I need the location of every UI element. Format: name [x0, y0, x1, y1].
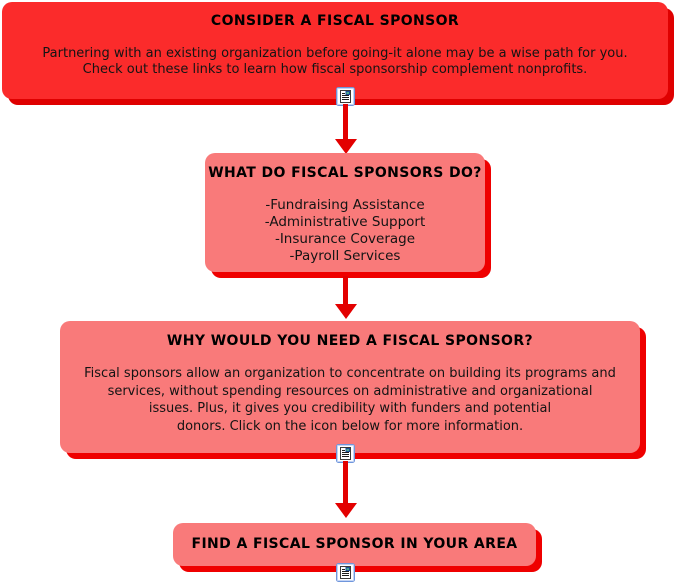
arrow-head-icon	[335, 503, 357, 518]
list-item: -Payroll Services	[289, 248, 401, 264]
node-body-line: Partnering with an existing organization…	[42, 46, 628, 61]
node-title: FIND A FISCAL SPONSOR IN YOUR AREA	[191, 536, 518, 552]
node-body-line: services, without spending resources on …	[107, 383, 593, 399]
node-body-line: issues. Plus, it gives you credibility w…	[148, 401, 552, 416]
node-title: WHY WOULD YOU NEED A FISCAL SPONSOR?	[166, 333, 534, 349]
document-icon[interactable]	[336, 87, 355, 106]
node-what-do-fiscal-sponsors-do: WHAT DO FISCAL SPONSORS DO? -Fundraising…	[205, 153, 485, 272]
list-item: -Administrative Support	[264, 214, 426, 230]
document-icon[interactable]	[336, 444, 355, 463]
node-title: CONSIDER A FISCAL SPONSOR	[210, 13, 460, 29]
list-item: -Insurance Coverage	[274, 231, 416, 247]
arrow-head-icon	[335, 139, 357, 154]
node-title: WHAT DO FISCAL SPONSORS DO?	[208, 165, 482, 181]
arrow-head-icon	[335, 304, 357, 319]
node-body-line: Fiscal sponsors allow an organization to…	[84, 366, 616, 381]
document-icon[interactable]	[336, 563, 355, 582]
node-why-need-fiscal-sponsor: WHY WOULD YOU NEED A FISCAL SPONSOR? Fis…	[60, 321, 640, 453]
node-body-line: donors. Click on the icon below for more…	[176, 418, 524, 434]
arrow-connector	[343, 104, 348, 141]
arrow-connector	[343, 276, 348, 306]
node-consider-fiscal-sponsor: CONSIDER A FISCAL SPONSOR Partnering wit…	[2, 2, 668, 99]
node-find-fiscal-sponsor: FIND A FISCAL SPONSOR IN YOUR AREA	[173, 523, 536, 566]
node-body-line: Check out these links to learn how fisca…	[82, 62, 588, 77]
arrow-connector	[343, 461, 348, 505]
list-item: -Fundraising Assistance	[265, 197, 425, 213]
